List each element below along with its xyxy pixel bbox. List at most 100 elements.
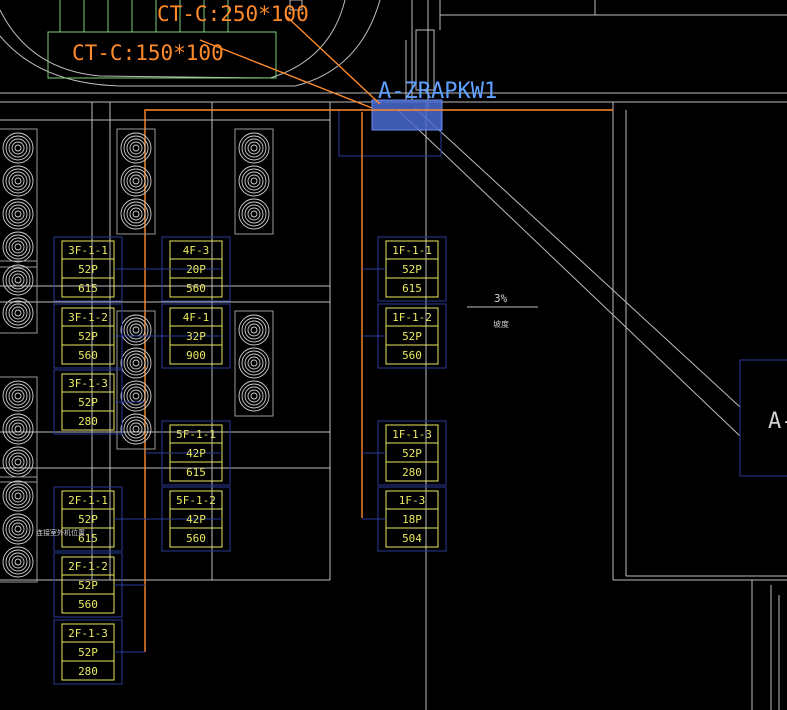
fan-coil-ring [11, 422, 25, 436]
fan-coil-ring [129, 323, 143, 337]
fan-coil-ring [250, 392, 258, 400]
unit-airflow: 560 [186, 532, 206, 545]
fan-coil-ring [123, 135, 149, 161]
fan-coil-ring [244, 353, 264, 373]
fan-coil-ring [129, 141, 143, 155]
fan-coil-ring [2, 132, 34, 164]
unit-airflow: 560 [78, 349, 98, 362]
equipment-tag: A-ZRAPKW1 [378, 79, 497, 104]
fan-coil-ring [126, 320, 146, 340]
fan-coil-ring [250, 144, 258, 152]
fan-coil-ring [5, 234, 31, 260]
unit-id: 5F-1-2 [176, 494, 216, 507]
fan-coil-ring [244, 320, 264, 340]
duct-label-1: CT-C:250*100 [157, 2, 309, 26]
unit-id: 4F-1 [183, 311, 210, 324]
fan-coil-ring [129, 389, 143, 403]
fan-coil-ring [250, 177, 258, 185]
fan-coil-ring [123, 168, 149, 194]
small-note: 连接室外机位置 [36, 528, 85, 537]
unit-id: 4F-3 [183, 244, 210, 257]
unit-airflow: 560 [186, 282, 206, 295]
fan-coil-ring [2, 264, 34, 296]
fan-coil-ring [5, 267, 31, 293]
fan-coil-ring [11, 141, 25, 155]
fan-coil-ring [238, 198, 270, 230]
fan-coil-ring [2, 165, 34, 197]
fan-coil-ring [126, 171, 146, 191]
fan-coil-ring [5, 383, 31, 409]
fan-coil-ring [126, 419, 146, 439]
unit-capacity: 18P [402, 513, 422, 526]
fan-coil-ring [5, 168, 31, 194]
unit-id: 1F-3 [399, 494, 426, 507]
fan-coil-ring [132, 144, 140, 152]
unit-airflow: 615 [186, 466, 206, 479]
fan-coil-ring [120, 314, 152, 346]
fan-coil-ring [14, 210, 22, 218]
unit-id: 3F-1-2 [68, 311, 108, 324]
unit-capacity: 42P [186, 513, 206, 526]
unit-id: 3F-1-3 [68, 377, 108, 390]
fan-coil-ring [238, 380, 270, 412]
fan-coil-ring [241, 135, 267, 161]
unit-id: 1F-1-1 [392, 244, 432, 257]
fan-coil-ring [120, 132, 152, 164]
fan-coil-ring [123, 383, 149, 409]
fan-coil-ring [14, 458, 22, 466]
unit-airflow: 280 [78, 415, 98, 428]
fan-coil-ring [8, 204, 28, 224]
fan-coil-ring [244, 204, 264, 224]
fan-coil-ring [129, 174, 143, 188]
fan-coil-ring [126, 386, 146, 406]
fan-coil-ring [5, 449, 31, 475]
fan-coil-ring [11, 306, 25, 320]
fan-coil-ring [14, 243, 22, 251]
fan-coil-ring [8, 452, 28, 472]
fan-coil-ring [14, 425, 22, 433]
fan-coil-ring [241, 383, 267, 409]
fan-coil-ring [123, 201, 149, 227]
unit-id: 2F-1-1 [68, 494, 108, 507]
fan-coil-ring [244, 171, 264, 191]
fan-coil-ring [2, 513, 34, 545]
slope-label: 3% [494, 292, 508, 305]
fan-coil-ring [120, 198, 152, 230]
fan-coil-ring [11, 555, 25, 569]
fan-coil-ring [14, 177, 22, 185]
unit-id: 2F-1-2 [68, 560, 108, 573]
fan-coil-ring [2, 380, 34, 412]
fan-coil-ring [5, 483, 31, 509]
unit-id: 1F-1-3 [392, 428, 432, 441]
fan-coil-ring [241, 168, 267, 194]
slope-note: 坡度 [493, 319, 509, 329]
unit-capacity: 52P [78, 263, 98, 276]
unit-capacity: 42P [186, 447, 206, 460]
fan-coil-ring [247, 389, 261, 403]
fan-coil-ring [5, 549, 31, 575]
fan-coil-ring [11, 389, 25, 403]
fan-coil-ring [14, 558, 22, 566]
cooling-tower-outline [47, 0, 277, 79]
fan-coil-ring [2, 297, 34, 329]
unit-capacity: 20P [186, 263, 206, 276]
unit-capacity: 52P [402, 447, 422, 460]
fan-coil-ring [11, 174, 25, 188]
fan-coil-ring [132, 359, 140, 367]
fan-coil-ring [120, 165, 152, 197]
unit-capacity: 52P [78, 396, 98, 409]
fan-coil-ring [8, 270, 28, 290]
fan-coil-ring [14, 392, 22, 400]
fan-coil-ring [123, 416, 149, 442]
fan-coil-ring [5, 135, 31, 161]
fan-coil-ring [241, 350, 267, 376]
